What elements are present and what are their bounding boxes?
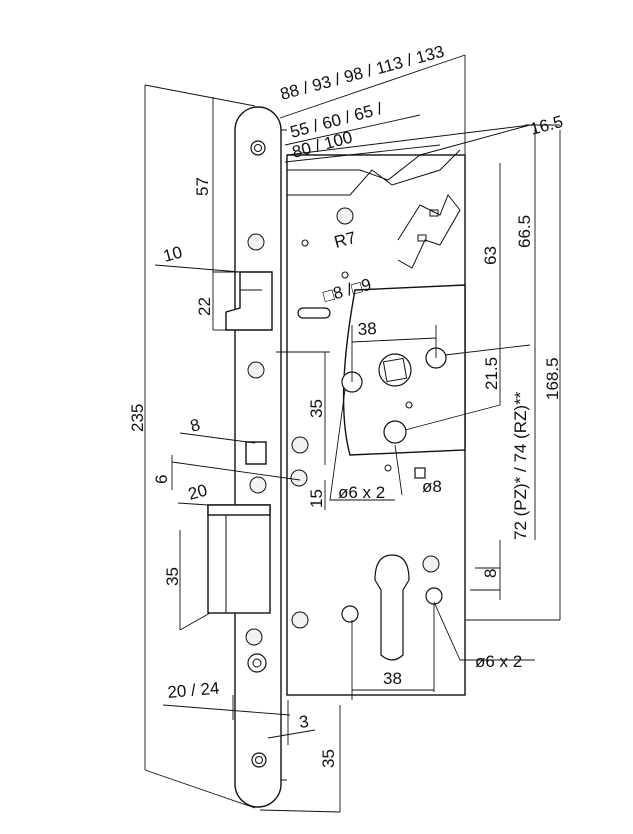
front-plate-screws	[245, 140, 309, 768]
follower-hub	[378, 353, 412, 387]
spring-mechanism	[397, 194, 461, 269]
label-total-height: 235	[128, 404, 147, 432]
label-hole-upper: ø6 x 2	[338, 483, 385, 502]
auxiliary-latch	[245, 441, 267, 465]
cylinder-cutout	[374, 554, 410, 661]
label-cylinder-spacing: 38	[383, 669, 402, 688]
label-hole-lower: ø6 x 2	[475, 652, 522, 671]
label-spacing-35-upper: 35	[307, 399, 326, 418]
label-hub-offset: 21.5	[482, 357, 501, 390]
label-follower-to-latch-top: 66.5	[515, 215, 534, 248]
label-latch-width: 10	[161, 243, 184, 266]
label-frontplate-thickness: 3	[298, 712, 310, 732]
label-small-6: 6	[152, 475, 171, 484]
label-hub-spacing: 38	[357, 319, 377, 339]
label-cylinder-8: 8	[481, 569, 500, 578]
label-distance: 72 (PZ)* / 74 (RZ)**	[511, 391, 530, 540]
label-latch-to-follower: 63	[481, 246, 500, 265]
label-latch-height: 22	[195, 297, 214, 316]
label-square: ø8	[422, 477, 442, 496]
dead-bolt	[207, 504, 271, 614]
label-small-15: 15	[307, 489, 326, 508]
lock-case-body	[286, 124, 531, 696]
label-thickness: 16.5	[528, 112, 565, 139]
label-radius: R7	[332, 228, 358, 252]
label-bolt-height: 35	[163, 567, 182, 586]
label-bottom-35: 35	[319, 749, 338, 768]
label-lower-height: 168.5	[543, 357, 562, 400]
label-backset-options: 88 / 93 / 98 / 113 / 133	[278, 42, 446, 104]
label-small-8: 8	[188, 415, 202, 436]
label-bolt-width: 20	[186, 481, 209, 504]
latch-bolt	[225, 271, 273, 331]
label-top-to-follower: 57	[193, 177, 212, 196]
label-frontplate-width: 20 / 24	[167, 679, 220, 702]
dimension-lines	[144, 54, 561, 813]
